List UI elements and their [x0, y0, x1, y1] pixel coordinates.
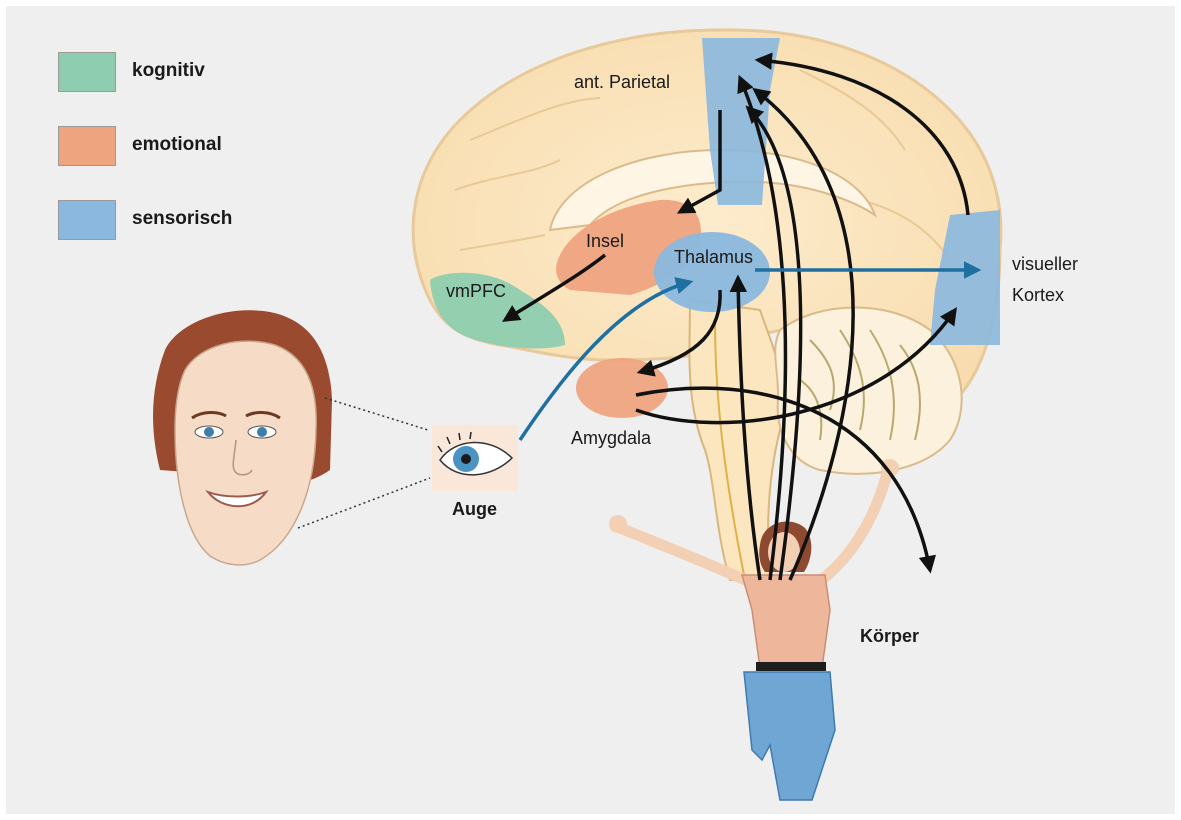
label-visual-cortex-line1: visueller: [1012, 254, 1078, 274]
face-illustration: [153, 310, 332, 565]
face-right-iris: [257, 427, 267, 437]
eye-pupil: [461, 454, 471, 464]
body-jeans: [744, 672, 835, 800]
region-thalamus: [654, 232, 770, 312]
label-insel: Insel: [586, 231, 624, 251]
connector-line: [298, 478, 430, 528]
label-thalamus: Thalamus: [674, 247, 753, 267]
face-left-iris: [204, 427, 214, 437]
label-ant-parietal: ant. Parietal: [574, 72, 670, 92]
label-vmpfc: vmPFC: [446, 281, 506, 301]
label-koerper: Körper: [860, 626, 919, 646]
face-skin: [175, 341, 316, 565]
label-visual-cortex-line2: Kortex: [1012, 285, 1064, 305]
label-amygdala: Amygdala: [571, 428, 652, 448]
label-auge: Auge: [452, 499, 497, 519]
connector-line: [325, 398, 428, 430]
body-shirt: [742, 575, 830, 668]
body-belt: [756, 662, 826, 671]
body-left-hand: [609, 515, 627, 533]
